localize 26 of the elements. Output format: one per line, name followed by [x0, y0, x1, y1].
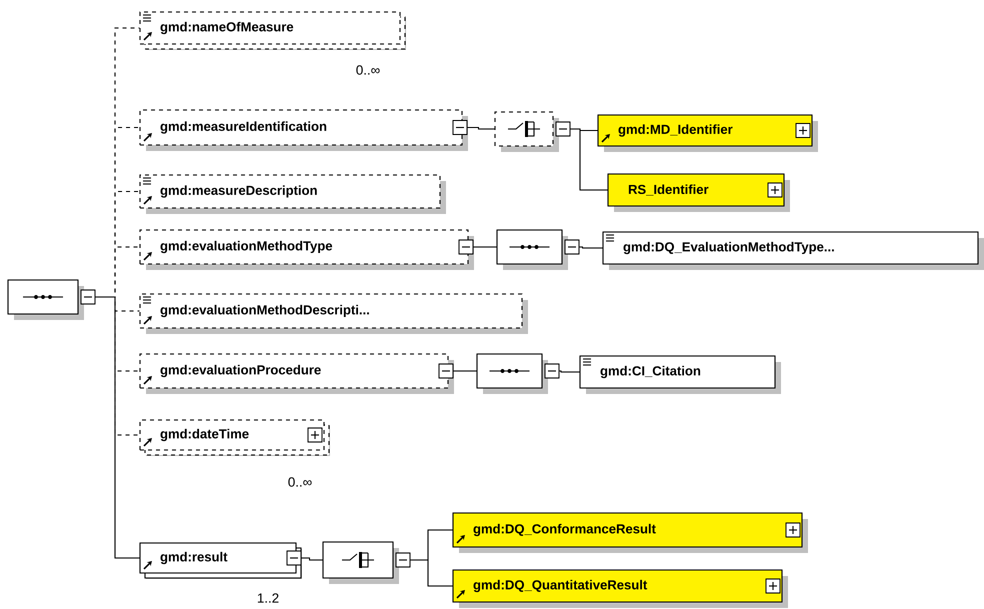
element-box: gmd:measureDescription	[139, 174, 446, 214]
element-box: gmd:DQ_EvaluationMethodType...	[602, 231, 984, 270]
element-box: gmd:evaluationMethodType	[139, 229, 474, 270]
connector-line	[580, 246, 602, 249]
element-box: gmd:evaluationMethodDescripti...	[139, 293, 528, 334]
element-box: gmd:evaluationProcedure	[139, 353, 454, 394]
connector-line	[474, 246, 496, 248]
element-box: gmd:DQ_QuantitativeResult	[452, 569, 788, 608]
multiplicity-label: 0..∞	[356, 65, 380, 75]
connector-line	[96, 296, 140, 559]
element-box: gmd:CI_Citation	[579, 355, 781, 394]
multiplicity-label: 0..∞	[288, 477, 312, 487]
element-box: gmd:DQ_ConformanceResult	[452, 512, 808, 553]
element-box: gmd:result	[139, 542, 302, 579]
connector-line	[454, 370, 476, 372]
element-box: gmd:dateTime	[139, 419, 330, 456]
multiplicity-label: 1..2	[258, 593, 278, 603]
connector-line	[570, 128, 608, 191]
connector-line	[468, 126, 494, 130]
element-box: gmd:MD_Identifier	[597, 114, 818, 152]
connector-line	[410, 559, 452, 587]
element-box: gmd:nameOfMeasure	[139, 11, 406, 50]
connector-line	[560, 370, 580, 373]
element-box: gmd:measureIdentification	[139, 109, 468, 151]
connector-line	[302, 557, 322, 561]
element-box: RS_Identifier	[607, 173, 790, 212]
